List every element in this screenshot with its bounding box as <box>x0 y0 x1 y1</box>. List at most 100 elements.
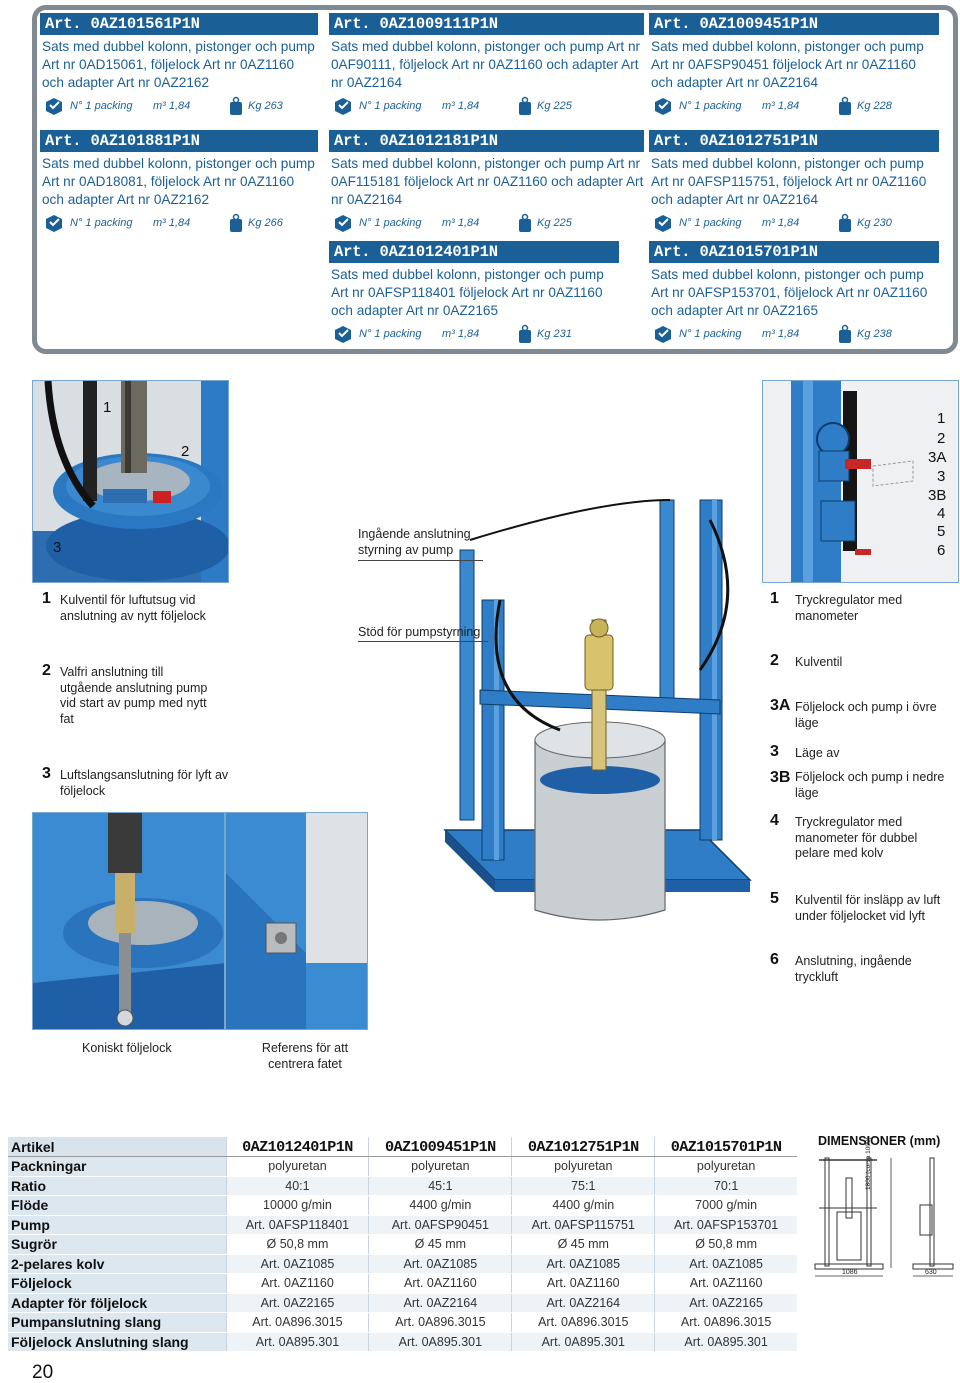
table-row-label: Adapter för följelock <box>8 1293 226 1313</box>
table-cell: 7000 g/min <box>654 1195 797 1216</box>
weight-icon <box>839 96 851 115</box>
table-cell: 4400 g/min <box>368 1195 512 1216</box>
product-art-number: Art. 0AZ101561P1N <box>40 13 318 35</box>
table-cell: Art. 0AZ1085 <box>511 1254 655 1274</box>
table-cell: Art. 0A896.3015 <box>225 1312 369 1333</box>
caption-number: 2 <box>42 662 51 679</box>
weight-label: Kg 231 <box>537 328 572 340</box>
product-card: Art. 0AZ1012181P1N Sats med dubbel kolon… <box>329 130 644 233</box>
volume-label: m³ 1,84 <box>442 217 480 229</box>
table-cell: 10000 g/min <box>225 1195 369 1216</box>
packing-label: N° 1 packing <box>70 217 133 229</box>
table-cell: Art. 0A895.301 <box>654 1332 797 1352</box>
follower-plate-illustration <box>33 381 228 582</box>
product-card: Art. 0AZ101881P1N Sats med dubbel kolonn… <box>40 130 318 233</box>
table-cell: Ø 45 mm <box>368 1234 512 1255</box>
callout-2: 2 <box>937 430 946 447</box>
callout-3a: 3A <box>928 449 947 466</box>
support-label: Stöd för pumpstyrning <box>358 625 481 639</box>
weight-label: Kg 266 <box>248 217 283 229</box>
weight-icon <box>230 213 242 232</box>
product-art-number: Art. 0AZ1012751P1N <box>649 130 939 152</box>
centering-reference-illustration <box>226 813 367 1029</box>
product-art-number: Art. 0AZ1012401P1N <box>329 241 619 263</box>
inlet-leader-line <box>358 560 483 561</box>
weight-label: Kg 225 <box>537 100 572 112</box>
callout-3b: 3B <box>928 487 947 504</box>
table-cell: Art. 0AZ1085 <box>368 1254 512 1274</box>
caption-text: Tryckregulator med manometer <box>795 593 903 623</box>
conical-plate-photo <box>32 812 225 1030</box>
table-row-label: Sugrör <box>8 1234 226 1255</box>
packing-label: N° 1 packing <box>359 328 422 340</box>
table-cell: 75:1 <box>511 1176 655 1196</box>
caption-text: Läge av <box>795 746 840 760</box>
dimension-height: 1800 (corsa 1000) <box>865 1137 872 1190</box>
callout-1: 1 <box>937 410 946 427</box>
table-cell: polyuretan <box>225 1156 369 1177</box>
box-icon <box>335 326 351 343</box>
packing-label: N° 1 packing <box>70 100 133 112</box>
table-header-cell: 0AZ1012401P1N <box>225 1137 369 1157</box>
caption-number: 3 <box>770 743 779 760</box>
table-cell: Art. 0AFSP153701 <box>654 1215 797 1235</box>
product-card: Art. 0AZ1012401P1N Sats med dubbel kolon… <box>329 241 619 344</box>
caption-number: 4 <box>770 812 779 829</box>
callout-2: 2 <box>181 443 190 460</box>
conical-caption: Koniskt följelock <box>82 1041 172 1055</box>
product-art-number: Art. 0AZ101881P1N <box>40 130 318 152</box>
packing-label: N° 1 packing <box>679 328 742 340</box>
product-meta: N° 1 packing m³ 1,84 Kg 225 <box>329 213 644 233</box>
table-header-cell: 0AZ1012751P1N <box>511 1137 655 1157</box>
table-cell: Art. 0AZ1160 <box>654 1273 797 1294</box>
table-cell: Art. 0AFSP118401 <box>225 1215 369 1235</box>
weight-icon <box>230 96 242 115</box>
support-leader-line <box>358 641 488 642</box>
packing-label: N° 1 packing <box>359 100 422 112</box>
valve-detail-illustration <box>763 381 958 582</box>
callout-3: 3 <box>53 539 62 556</box>
product-art-number: Art. 0AZ1009111P1N <box>329 13 644 35</box>
product-art-number: Art. 0AZ1009451P1N <box>649 13 939 35</box>
dimensions-drawing: 1086 630 1800 (corsa 1000) <box>805 1137 960 1285</box>
table-cell: Art. 0A896.3015 <box>654 1312 797 1333</box>
table-cell: polyuretan <box>654 1156 797 1177</box>
packing-label: N° 1 packing <box>679 217 742 229</box>
caption-text: Kulventil för luftutsug vid anslutning a… <box>60 593 206 623</box>
box-icon <box>335 215 351 232</box>
table-cell: Art. 0A895.301 <box>225 1332 369 1352</box>
product-box <box>32 5 958 354</box>
product-meta: N° 1 packing m³ 1,84 Kg 231 <box>329 324 619 344</box>
table-cell: Art. 0AFSP115751 <box>511 1215 655 1235</box>
table-row-label: Flöde <box>8 1195 226 1216</box>
caption-text: Kulventil <box>795 655 843 669</box>
follower-plate-photo: 1 2 3 <box>32 380 229 583</box>
table-cell: 4400 g/min <box>511 1195 655 1216</box>
centering-reference-photo <box>225 812 368 1030</box>
reference-caption: Referens för att centrera fatet <box>261 1041 349 1071</box>
callout-6: 6 <box>937 542 946 559</box>
volume-label: m³ 1,84 <box>762 217 800 229</box>
weight-label: Kg 228 <box>857 100 892 112</box>
table-header-cell: Artikel <box>8 1137 226 1157</box>
product-art-number: Art. 0AZ1012181P1N <box>329 130 644 152</box>
product-description: Sats med dubbel kolonn, pistonger och pu… <box>651 267 928 318</box>
table-row-label: Pumpanslutning slang <box>8 1312 226 1333</box>
table-header-cell: 0AZ1015701P1N <box>654 1137 797 1157</box>
weight-icon <box>839 213 851 232</box>
table-row-label: Packningar <box>8 1156 226 1177</box>
callout-4: 4 <box>937 505 946 522</box>
table-cell: Art. 0AZ2164 <box>368 1293 512 1313</box>
dimensions-illustration <box>814 1157 954 1277</box>
caption-number: 3B <box>770 769 791 786</box>
table-header-row: Artikel 0AZ1012401P1N 0AZ1009451P1N 0AZ1… <box>8 1137 797 1157</box>
dimension-width2: 630 <box>925 1269 937 1276</box>
table-row-label: Ratio <box>8 1176 226 1196</box>
dimension-width1: 1086 <box>842 1269 858 1276</box>
table-cell: Ø 45 mm <box>511 1234 655 1255</box>
